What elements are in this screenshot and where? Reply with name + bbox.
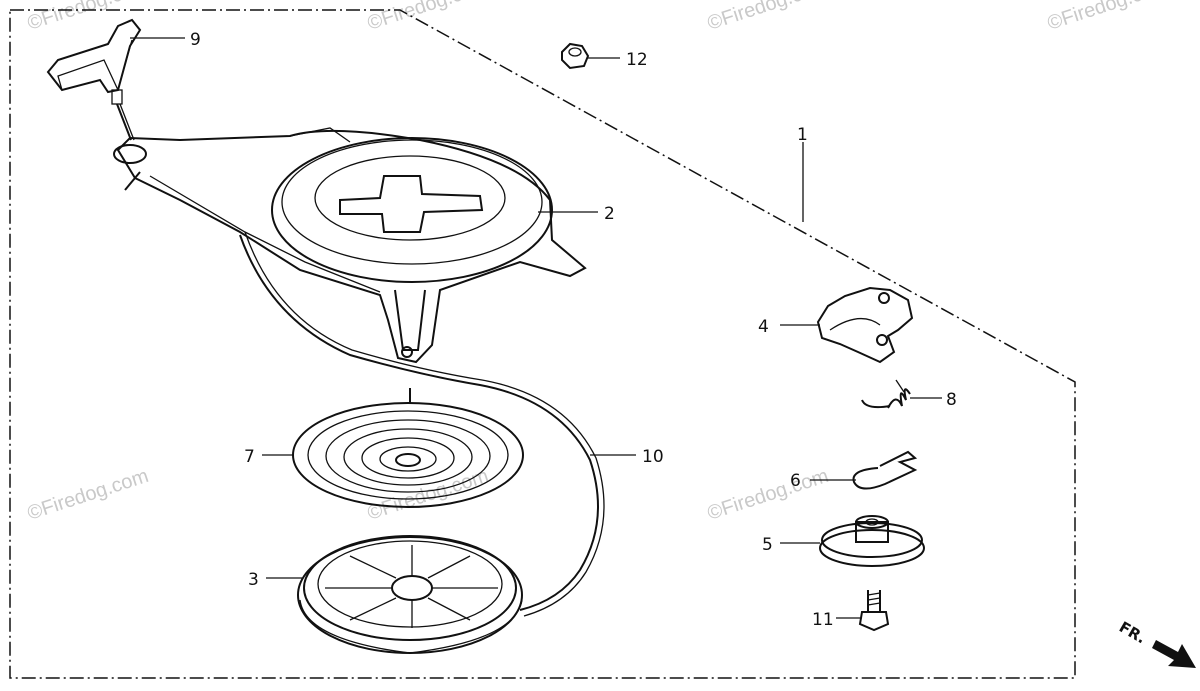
assembly-outline: [9, 9, 1076, 679]
callout-11: 11: [812, 610, 834, 630]
callout-8: 8: [946, 390, 957, 410]
callout-7: 7: [244, 447, 255, 467]
leader-lines: [130, 37, 942, 619]
callout-3: 3: [248, 570, 259, 590]
callout-5: 5: [762, 535, 773, 555]
watermark: ©Firedog.com: [25, 0, 152, 35]
front-direction: FR.: [1116, 618, 1196, 668]
front-arrow-icon: [1152, 640, 1196, 668]
watermark: ©Firedog.com: [1045, 0, 1172, 35]
watermark: ©Firedog.com: [365, 0, 492, 35]
friction-spring: [852, 450, 918, 490]
starter-grip: [46, 18, 142, 141]
callout-10: 10: [642, 447, 664, 467]
ratchet: [816, 286, 914, 364]
ratchet-spring: [861, 379, 911, 409]
watermark: ©Firedog.com: [705, 0, 832, 35]
callout-2: 2: [604, 204, 615, 224]
friction-plate: [819, 515, 925, 567]
watermark: ©Firedog.com: [705, 465, 832, 525]
return-spring: [292, 388, 524, 508]
direction-label: FR.: [1116, 618, 1149, 647]
callout-9: 9: [190, 30, 201, 50]
callout-1: 1: [797, 125, 808, 145]
callout-labels: 9 12 1 2 4 8 7 10 6 5 3 11: [190, 30, 957, 630]
watermarks: ©Firedog.com ©Firedog.com ©Firedog.com ©…: [25, 0, 1172, 525]
callout-6: 6: [790, 471, 801, 491]
starter-rope: [239, 234, 599, 611]
reel: [297, 535, 523, 654]
callout-12: 12: [626, 50, 648, 70]
watermark: ©Firedog.com: [25, 465, 152, 525]
callout-4: 4: [758, 317, 769, 337]
bolt: [858, 590, 890, 632]
watermark: ©Firedog.com: [365, 465, 492, 525]
recoil-case: [113, 127, 587, 364]
flange-nut: [561, 42, 590, 70]
